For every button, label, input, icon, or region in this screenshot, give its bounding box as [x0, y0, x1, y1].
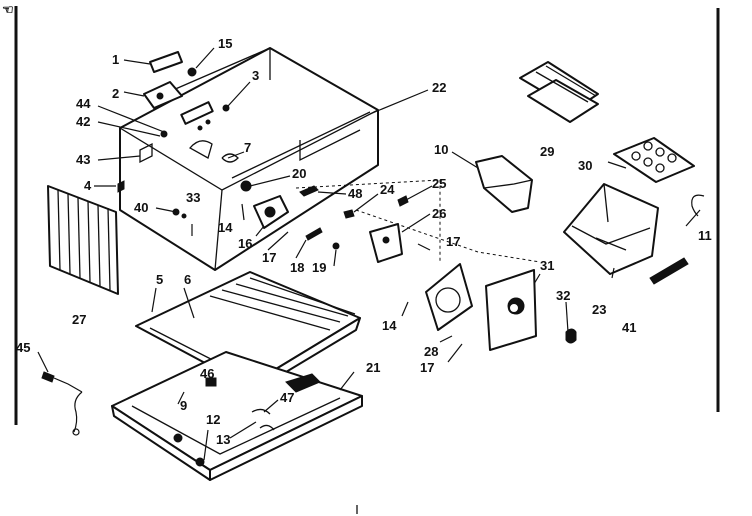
label-42: 42: [76, 114, 90, 129]
label-32: 32: [556, 288, 570, 303]
label-20: 20: [292, 166, 306, 181]
label-10: 10: [434, 142, 448, 157]
label-14a: 14: [218, 220, 233, 235]
label-25: 25: [432, 176, 446, 191]
label-6: 6: [184, 272, 191, 287]
leader-lines: [37, 47, 701, 461]
label-24: 24: [380, 182, 395, 197]
ice-tray: [519, 61, 599, 123]
part-number-labels: 1 15 2 3 22 44 42 43 7 4 20 48 24 25 10 …: [16, 36, 712, 447]
rod-part: [649, 257, 689, 285]
grille: [47, 185, 119, 295]
label-7: 7: [244, 140, 251, 155]
label-48: 48: [348, 186, 362, 201]
label-12: 12: [206, 412, 220, 427]
label-3: 3: [252, 68, 259, 83]
motor: [485, 269, 537, 351]
evaporator-cover: [117, 47, 379, 271]
label-19: 19: [312, 260, 326, 275]
label-15: 15: [218, 36, 232, 51]
label-4: 4: [84, 178, 92, 193]
ice-bucket: [475, 155, 533, 213]
label-43: 43: [76, 152, 90, 167]
damper-part: [253, 195, 289, 229]
knob: [565, 328, 577, 344]
label-14b: 14: [382, 318, 397, 333]
label-41: 41: [622, 320, 636, 335]
label-11: 11: [698, 228, 712, 243]
bin: [563, 183, 659, 275]
label-17a: 17: [262, 250, 276, 265]
label-31: 31: [540, 258, 554, 273]
label-9: 9: [180, 398, 187, 413]
label-16: 16: [238, 236, 252, 251]
ice-rack: [613, 137, 695, 183]
part-2: [143, 81, 183, 109]
label-23: 23: [592, 302, 606, 317]
label-17b: 17: [446, 234, 460, 249]
power-cord: [41, 371, 83, 436]
part-1: [149, 51, 183, 73]
label-47: 47: [280, 390, 294, 405]
label-27: 27: [72, 312, 86, 327]
label-44: 44: [76, 96, 91, 111]
bracket: [369, 223, 403, 263]
label-33: 33: [186, 190, 200, 205]
label-5: 5: [156, 272, 163, 287]
base-pan: [111, 351, 363, 481]
label-2: 2: [112, 86, 119, 101]
label-17c: 17: [420, 360, 434, 375]
wire-part: [691, 194, 705, 217]
corner-mark: ☜: [2, 2, 14, 17]
label-13: 13: [216, 432, 230, 447]
label-26: 26: [432, 206, 446, 221]
housing: [425, 263, 473, 331]
label-22: 22: [432, 80, 446, 95]
label-1: 1: [112, 52, 119, 67]
label-29: 29: [540, 144, 554, 159]
label-40: 40: [134, 200, 148, 215]
label-21: 21: [366, 360, 380, 375]
label-30: 30: [578, 158, 592, 173]
label-28: 28: [424, 344, 438, 359]
label-18: 18: [290, 260, 304, 275]
label-45: 45: [16, 340, 30, 355]
label-46: 46: [200, 366, 214, 381]
